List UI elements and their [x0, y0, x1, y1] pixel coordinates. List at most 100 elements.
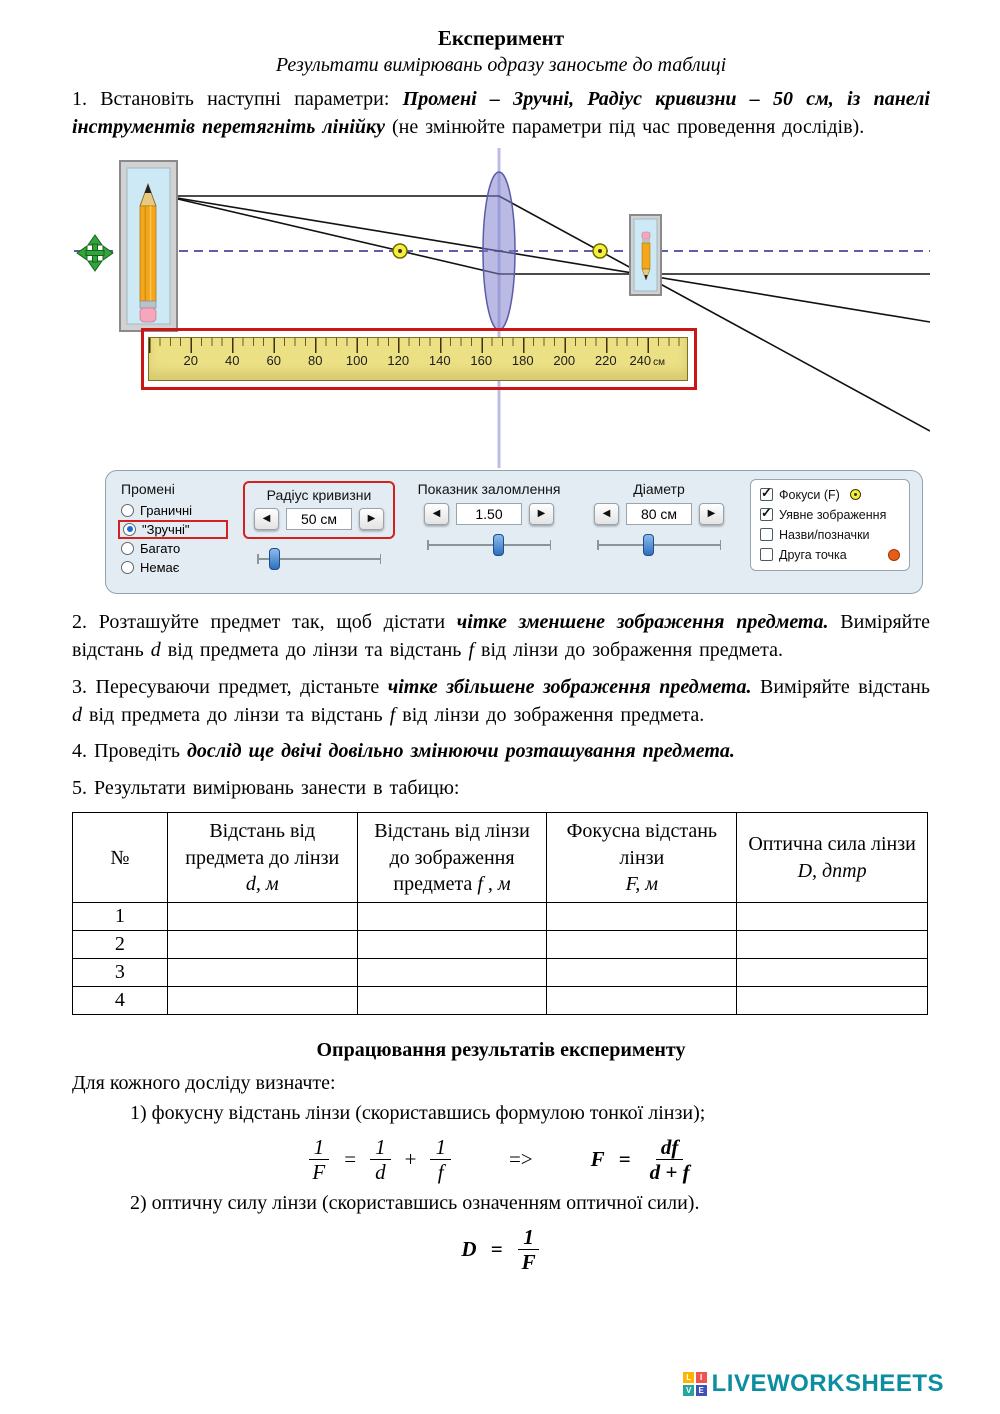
radio-rays-none[interactable]: Немає — [118, 558, 228, 577]
increment-button[interactable]: ▶ — [699, 502, 724, 525]
logo-tile: E — [695, 1384, 707, 1396]
content: Експеримент Результати вимірювань одразу… — [0, 0, 1000, 1274]
step-4-bold: дослід ще двічі довільно змінюючи розташ… — [186, 740, 735, 763]
denominator: F — [312, 1160, 326, 1185]
radius-label: Радіус кривизни — [266, 486, 372, 503]
liveworksheets-logo[interactable]: L I V E LIVEWORKSHEETS — [683, 1370, 944, 1398]
step-5-text: 5. Результати вимірювань занести в табиц… — [72, 776, 460, 799]
radio-icon[interactable] — [121, 503, 134, 517]
table-row: 4 — [72, 986, 928, 1016]
page-subtitle: Результати вимірювань одразу заносьте до… — [275, 54, 727, 76]
step-3-text: від лінзи до зображення предмета. — [395, 703, 705, 726]
header-text: Оптична сила лінзи — [748, 833, 916, 856]
radio-label: Багато — [140, 540, 181, 556]
var-F: F — [590, 1147, 605, 1172]
checkbox-icon-checked[interactable] — [760, 485, 773, 502]
checkbox-icon-unchecked[interactable] — [760, 548, 773, 562]
checkbox-virtual-image[interactable]: Уявне зображення — [760, 505, 900, 522]
radius-control: Радіус кривизни ◀ 50 см ▶ — [240, 479, 398, 570]
ruler-label: 140 — [428, 352, 451, 368]
input-cell[interactable] — [166, 902, 358, 932]
radio-label: "Зручні" — [142, 521, 190, 537]
step-4-paragraph: 4. Проведіть дослід ще двічі довільно зм… — [72, 737, 930, 765]
table-row: 3 — [72, 958, 928, 988]
decrement-button[interactable]: ◀ — [254, 507, 279, 530]
input-cell[interactable] — [736, 958, 928, 988]
processing-intro: Для кожного досліду визначте: — [72, 1072, 336, 1095]
header-math: f , м — [477, 872, 511, 895]
input-cell[interactable] — [546, 958, 738, 988]
checkbox-focal-points[interactable]: Фокуси (F) — [760, 485, 900, 502]
radio-icon[interactable] — [121, 560, 134, 574]
denominator: d — [375, 1160, 386, 1185]
var-d: d — [150, 639, 161, 662]
focal-point-icon — [849, 489, 861, 501]
increment-button[interactable]: ▶ — [529, 502, 554, 525]
increment-button[interactable]: ▶ — [359, 507, 384, 530]
page-title: Експеримент — [437, 26, 565, 50]
input-cell[interactable] — [546, 930, 738, 960]
ruler[interactable]: 20 40 60 80 100 120 140 160 180 200 220 … — [148, 336, 688, 381]
logo-tile: L — [683, 1372, 695, 1384]
object-frame[interactable] — [119, 159, 178, 332]
radio-rays-many[interactable]: Багато — [118, 539, 228, 558]
row-number: 4 — [72, 986, 168, 1016]
slider-track — [427, 543, 551, 546]
ruler-label: 200 — [553, 352, 576, 368]
radio-icon[interactable] — [121, 541, 134, 555]
input-cell[interactable] — [356, 986, 548, 1016]
decrement-button[interactable]: ◀ — [594, 502, 619, 525]
checkbox-label: Друга точка — [779, 547, 847, 562]
checkbox-labels[interactable]: Назви/позначки — [760, 528, 900, 542]
plus-sign: + — [404, 1147, 417, 1172]
refraction-stepper: ◀ 1.50 ▶ — [424, 502, 554, 525]
step-4-text: 4. Проведіть — [72, 740, 187, 763]
input-cell[interactable] — [166, 958, 358, 988]
checkbox-icon-unchecked[interactable] — [760, 528, 773, 542]
step-3-bold: чітке збільшене зображення предмета. — [387, 675, 752, 698]
checkbox-second-point[interactable]: Друга точка — [760, 548, 900, 562]
options-group: Фокуси (F) Уявне зображення Назви/познач… — [750, 478, 910, 571]
lens[interactable] — [482, 171, 516, 331]
input-cell[interactable] — [736, 902, 928, 932]
brand-name: LIVEWORKSHEETS — [711, 1370, 944, 1397]
ruler-ticks — [149, 337, 687, 353]
radio-label: Немає — [140, 559, 180, 575]
col-header-image-distance: Відстань від лінзи до зображення предмет… — [356, 812, 548, 904]
input-cell[interactable] — [546, 902, 738, 932]
light-rays — [164, 194, 930, 432]
ruler-label: 160 — [470, 352, 493, 368]
radio-rays-principal[interactable]: "Зручні" — [118, 519, 228, 539]
input-cell[interactable] — [166, 930, 358, 960]
radio-rays-marginal[interactable]: Граничні — [118, 501, 228, 520]
radius-value: 50 см — [286, 507, 352, 530]
decrement-button[interactable]: ◀ — [424, 502, 449, 525]
slider-handle[interactable] — [643, 533, 654, 556]
header-math: F, м — [625, 872, 659, 895]
object-pencil[interactable] — [139, 182, 157, 323]
input-cell[interactable] — [356, 958, 548, 988]
diameter-control: Діаметр ◀ 80 см ▶ — [580, 479, 738, 556]
slider-handle[interactable] — [493, 533, 504, 556]
input-cell[interactable] — [736, 930, 928, 960]
diameter-slider[interactable] — [597, 533, 721, 556]
radius-slider[interactable] — [257, 547, 381, 570]
input-cell[interactable] — [166, 986, 358, 1016]
col-header-number: № — [72, 812, 168, 904]
radio-icon-selected[interactable] — [123, 522, 136, 536]
input-cell[interactable] — [356, 902, 548, 932]
input-cell[interactable] — [546, 986, 738, 1016]
input-cell[interactable] — [736, 986, 928, 1016]
checkbox-label: Уявне зображення — [779, 507, 887, 522]
checkbox-icon-checked[interactable] — [760, 505, 773, 522]
slider-handle[interactable] — [269, 547, 280, 570]
move-arrows-icon[interactable] — [76, 233, 114, 272]
refraction-slider[interactable] — [427, 533, 551, 556]
input-cell[interactable] — [356, 930, 548, 960]
row-number: 1 — [72, 902, 168, 932]
